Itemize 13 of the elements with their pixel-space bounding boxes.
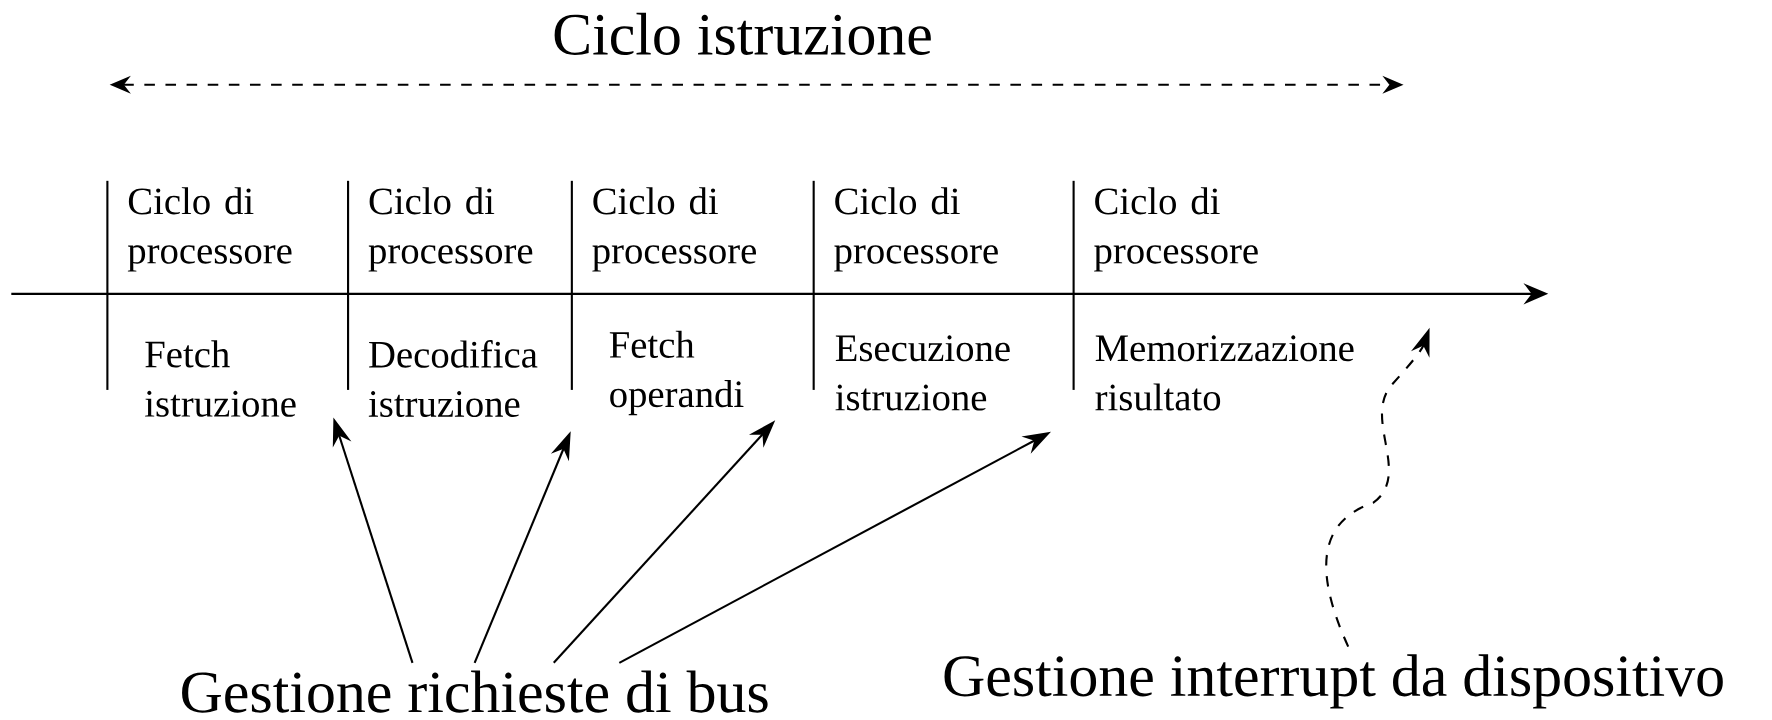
- cycle-label: Ciclo di processore: [368, 187, 533, 272]
- cycle-label: Ciclo di processore: [834, 187, 998, 272]
- cycle-label: Ciclo di processore: [1094, 187, 1258, 272]
- cycle-label: Ciclo di processore: [127, 187, 292, 272]
- caption-text: Gestione interrupt da dispositivo: [944, 654, 1723, 709]
- title: Ciclo istruzione: [554, 12, 931, 56]
- step-text: Memorizzazione risultato: [1095, 335, 1354, 411]
- step-text: Fetch istruzione: [145, 340, 296, 417]
- step-text: Fetch operandi: [609, 330, 744, 416]
- step-text: Esecuzione istruzione: [835, 335, 1010, 411]
- caption-text: Gestione richieste di bus: [182, 670, 768, 713]
- step-text: Decodifica istruzione: [368, 340, 538, 418]
- cycle-label: Ciclo di processore: [592, 187, 756, 272]
